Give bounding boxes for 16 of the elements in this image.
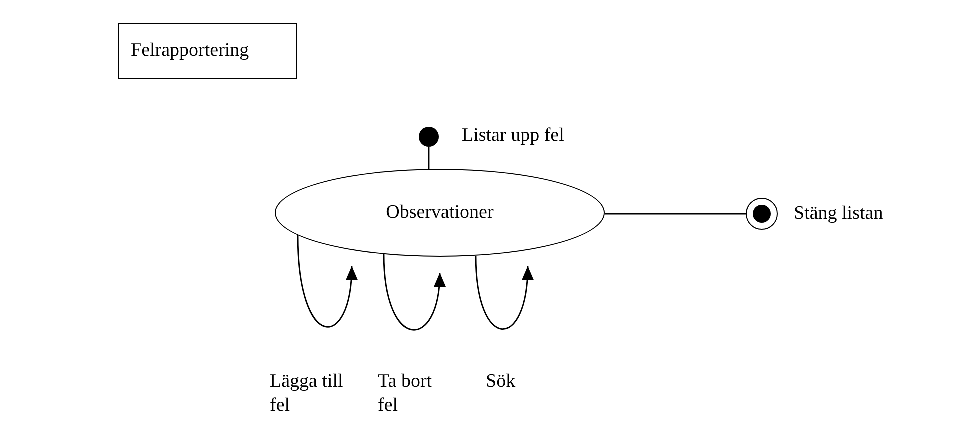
state-ellipse [275,169,605,257]
state-caption: Stäng listan [794,202,884,226]
self-transition-arrow [383,254,446,330]
state-label: Felrapportering [131,40,250,62]
self-transition-arrow [475,256,534,330]
state-label: Observationer [386,202,494,224]
state-caption: Listar upp fel [462,124,564,148]
transition-line [604,213,746,215]
transition-line [428,147,430,170]
edge-label: Ta bort fel [378,370,434,418]
edge-label: Sök [486,370,517,394]
final-state-symbol [746,198,778,230]
title-box [118,23,297,79]
self-transition-arrow [297,235,358,328]
edge-label: Lägga till fel [270,370,344,418]
initial-state-dot [419,127,439,147]
